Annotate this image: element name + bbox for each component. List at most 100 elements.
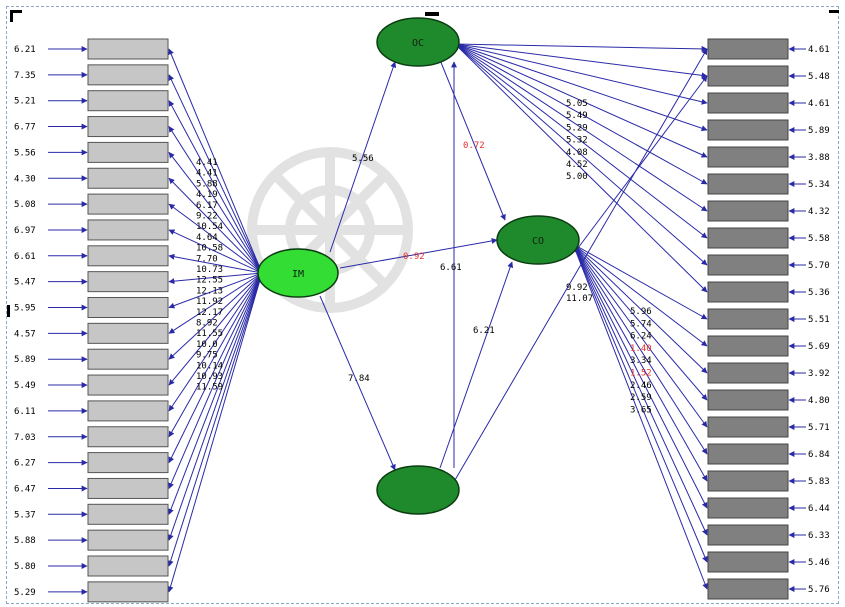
right-error-variance: 5.89 — [808, 126, 830, 136]
left-indicator-box — [87, 477, 169, 499]
right-indicator-box — [707, 443, 789, 465]
left-loading-label: 10.0 — [196, 340, 218, 350]
left-loading-label: 11.59 — [196, 383, 223, 393]
co-indicator-path — [572, 243, 708, 482]
left-loading-label: 10.93 — [196, 372, 223, 382]
left-indicator-box — [87, 219, 169, 241]
oc-indicator-path — [454, 43, 708, 158]
left-loading-label: 4.19 — [196, 190, 218, 200]
im-indicator-path — [168, 272, 263, 386]
left-loading-label: 6.17 — [196, 201, 218, 211]
left-loading-label: 10.58 — [196, 244, 223, 254]
left-error-variance: 5.29 — [14, 588, 36, 598]
im-indicator-path — [167, 272, 263, 567]
co-indicator-path — [572, 243, 708, 347]
coef-im-co: 0.92 — [403, 252, 425, 262]
oc-indicator-path — [454, 43, 708, 266]
right-error-variance: 3.88 — [808, 153, 830, 163]
im-indicator-path — [168, 272, 263, 360]
oc-indicator-path — [454, 43, 708, 293]
right-error-variance: 4.61 — [808, 45, 830, 55]
left-error-variance: 6.11 — [14, 407, 36, 417]
coef-oc-co: 0.72 — [463, 141, 485, 151]
right-indicator-box — [707, 92, 789, 114]
right-error-variance: 5.46 — [808, 558, 830, 568]
left-indicator-box — [87, 529, 169, 551]
left-error-variance: 5.49 — [14, 381, 36, 391]
left-error-variance: 6.47 — [14, 484, 36, 494]
bottom-long-path — [454, 48, 708, 481]
latent-node-bottom — [376, 465, 460, 515]
left-error-variance: 5.21 — [14, 97, 36, 107]
right-indicator-box — [707, 173, 789, 195]
im-indicator-path — [168, 151, 263, 274]
im-indicator-path — [168, 229, 263, 274]
im-indicator-path — [168, 272, 263, 412]
left-error-variance: 6.21 — [14, 45, 36, 55]
right-error-variance: 5.58 — [808, 234, 830, 244]
path-im-co — [339, 237, 498, 269]
left-indicator-box — [87, 297, 169, 318]
oc-indicator-path — [454, 43, 708, 212]
left-indicator-box — [87, 581, 169, 603]
left-error-variance: 5.47 — [14, 278, 36, 288]
oc-loading-label: 5.00 — [566, 172, 588, 182]
latent-node-im — [257, 248, 339, 298]
path-oc-co — [439, 59, 506, 221]
left-error-variance: 5.80 — [14, 562, 36, 572]
left-loading-label: 7.70 — [196, 254, 218, 264]
oc-loading-label: 5.49 — [566, 111, 588, 121]
co-indicator-path — [572, 243, 708, 509]
bottom-loading-label: 6.24 — [630, 332, 652, 342]
right-error-variance: 5.71 — [808, 423, 830, 433]
left-error-variance: 5.37 — [14, 510, 36, 520]
right-indicator-box — [707, 389, 789, 411]
oc-loading-label: 5.29 — [566, 123, 588, 133]
right-indicator-box — [707, 227, 789, 249]
corner-mark-top-right — [829, 10, 839, 13]
im-indicator-path — [168, 177, 263, 274]
left-loading-label: 11.55 — [196, 329, 223, 339]
left-indicator-box — [87, 271, 169, 293]
left-loading-label: 12.13 — [196, 286, 223, 296]
oc-indicator-path — [454, 43, 708, 132]
left-loading-label: 8.92 — [196, 319, 218, 329]
right-error-variance: 5.70 — [808, 261, 830, 271]
right-indicator-box — [707, 470, 789, 492]
right-error-variance: 6.44 — [808, 504, 830, 514]
corner-mark-top-mid — [425, 12, 439, 16]
right-indicator-box — [707, 497, 789, 519]
right-error-variance: 4.61 — [808, 99, 830, 109]
corner-mark-top-left-v — [10, 10, 13, 22]
left-indicator-box — [87, 503, 169, 525]
right-indicator-box — [707, 254, 789, 276]
left-indicator-box — [87, 90, 169, 112]
right-error-variance: 5.51 — [808, 315, 830, 325]
right-indicator-box — [707, 524, 789, 546]
im-indicator-path — [168, 203, 263, 274]
bottom-loading-label: 5.96 — [630, 307, 652, 317]
oc-loading-label: 5.32 — [566, 136, 588, 146]
right-error-variance: 4.80 — [808, 396, 830, 406]
bottom-loading-label: 3.34 — [630, 356, 652, 366]
bottom-loading-label: 2.46 — [630, 381, 652, 391]
oc-indicator-path — [454, 43, 708, 239]
im-indicator-path — [168, 272, 263, 438]
left-loading-label: 12.55 — [196, 276, 223, 286]
diagram-frame — [6, 6, 839, 604]
oc-indicator-path — [454, 43, 708, 185]
left-error-variance: 5.08 — [14, 200, 36, 210]
left-loading-label: 5.88 — [196, 179, 218, 189]
left-indicator-box — [87, 400, 169, 422]
bottom-loading-label: 2.59 — [630, 393, 652, 403]
right-error-variance: 5.36 — [808, 288, 830, 298]
latent-node-co — [496, 215, 580, 265]
right-indicator-box — [707, 308, 789, 330]
left-loading-label: 4.41 — [196, 158, 218, 168]
bottom-loading-label: 3.65 — [630, 405, 652, 415]
right-error-variance: 4.32 — [808, 207, 830, 217]
right-indicator-box — [707, 146, 789, 168]
edge-labels: 6.217.355.216.775.564.305.086.976.615.47… — [14, 45, 830, 598]
